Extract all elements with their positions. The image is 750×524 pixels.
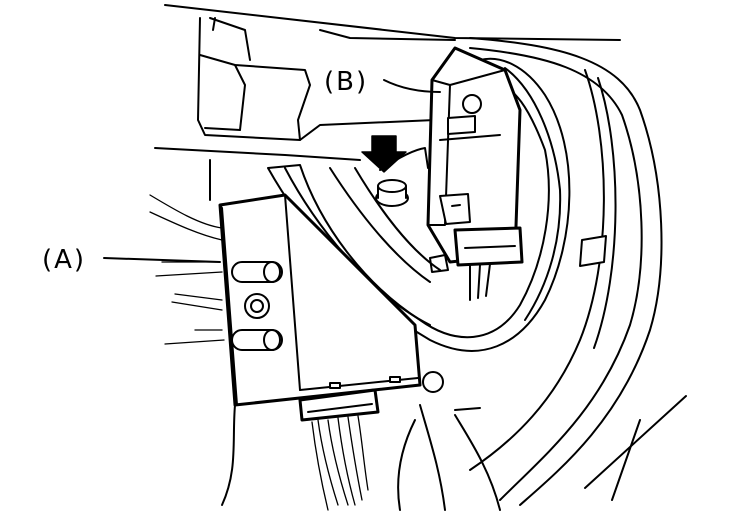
right-trim: [469, 37, 687, 506]
lower-trim: [397, 404, 501, 511]
unit-a-connector: [298, 388, 380, 422]
unit-a-upper-pin: [231, 261, 283, 283]
unit-a-boss: [244, 293, 270, 319]
callout-leader-a: [103, 257, 221, 263]
upper-dash-panel: [154, 4, 621, 201]
left-wires: [149, 194, 236, 506]
bolt: [375, 147, 429, 207]
callout-leaders: [103, 79, 441, 263]
control-unit-a: [218, 193, 444, 511]
relay-unit-b: [426, 46, 524, 301]
mounting-nut: [422, 371, 444, 393]
unit-a-lower-pin: [231, 329, 283, 351]
label-a: (A): [42, 245, 86, 275]
callout-leader-b: [383, 79, 441, 93]
down-arrow-icon: [361, 135, 407, 173]
label-b: (B): [324, 67, 368, 97]
